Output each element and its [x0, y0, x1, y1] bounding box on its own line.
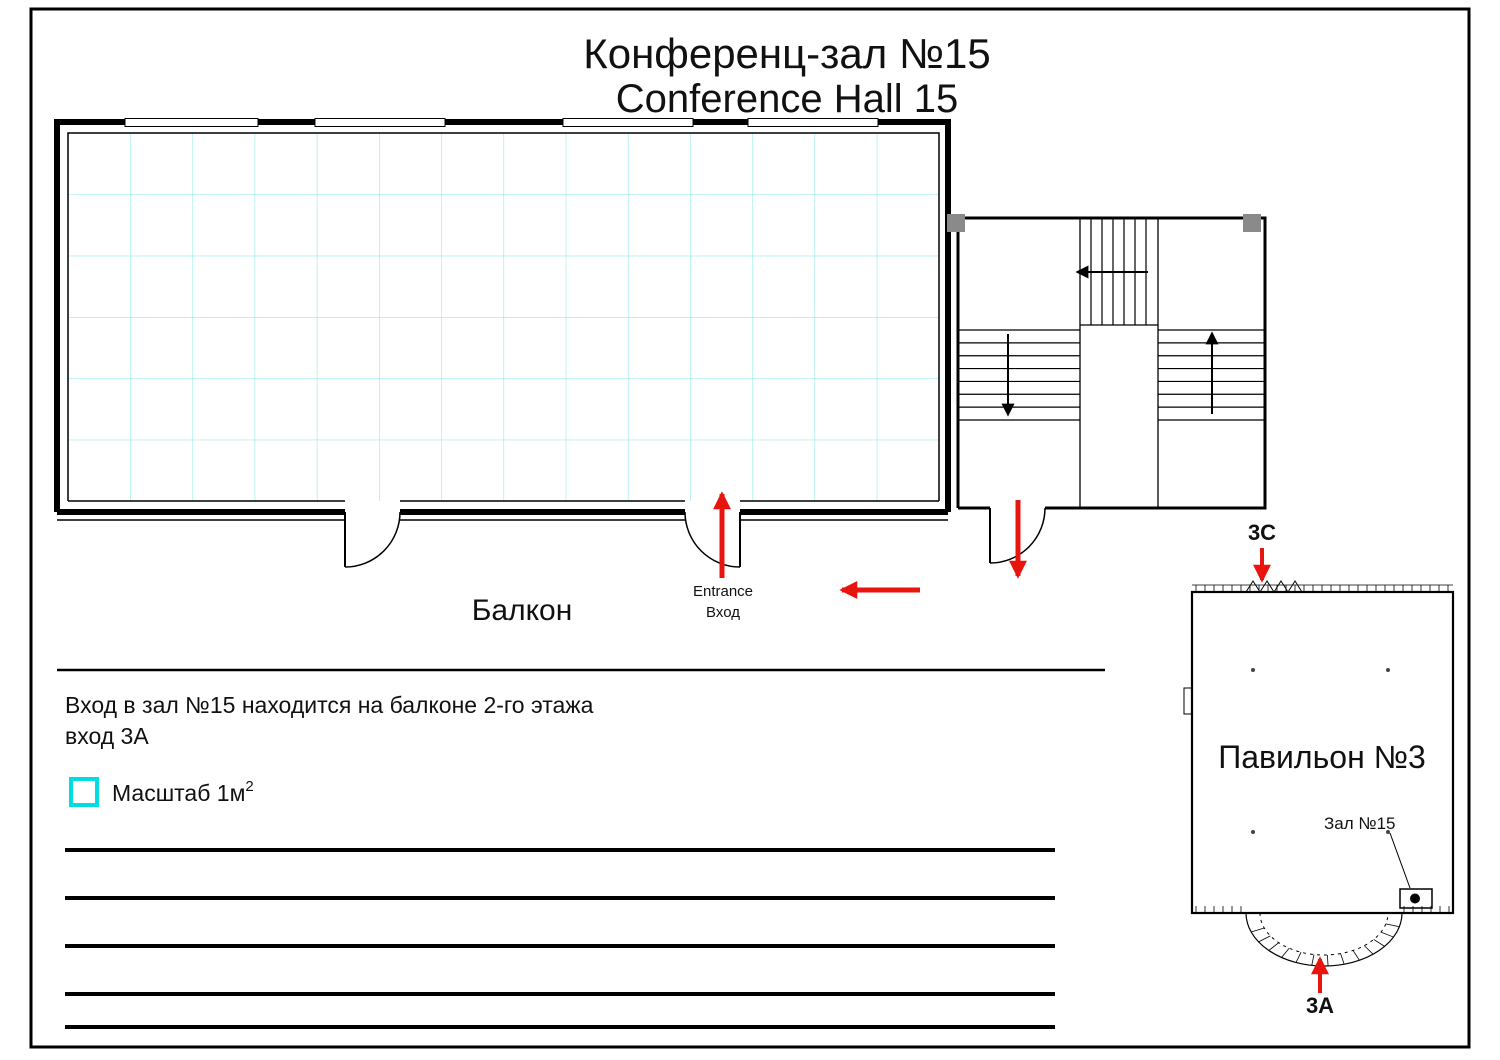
- room-outer-wall: [54, 119, 951, 512]
- apse-inner-arc: [1259, 912, 1389, 956]
- hall15-leader-line: [1389, 832, 1411, 889]
- apse-tick: [1268, 942, 1279, 951]
- hall15-label: Зал №15: [1324, 814, 1396, 833]
- pavilion-facade-detail: [1195, 585, 1449, 592]
- legend-scale-swatch: [69, 777, 99, 807]
- room-inner-wall: [67, 132, 940, 501]
- pavilion-map: Павильон №3 Зал №15 3C 3A: [1183, 520, 1455, 1018]
- apse-tick: [1281, 947, 1290, 958]
- window-segment: [747, 118, 879, 127]
- stair-pillar-left: [947, 214, 965, 232]
- door-swing-arc: [344, 511, 401, 568]
- window-segment: [314, 118, 446, 127]
- apse-tick: [1380, 931, 1394, 938]
- conference-room: [54, 118, 951, 568]
- hall15-marker: [1399, 888, 1433, 909]
- hall15-marker-dot: [1410, 893, 1420, 904]
- apse-outer-arc: [1245, 912, 1403, 967]
- apse-tick: [1340, 953, 1345, 965]
- column-dot: [1386, 668, 1390, 672]
- apse-tick: [1326, 954, 1329, 966]
- hall15-marker-box: [1399, 888, 1433, 909]
- apse-tick: [1363, 945, 1374, 955]
- door-swing-arc: [684, 511, 741, 568]
- legend-scale-label: Масштаб 1м2: [112, 778, 254, 806]
- page-title-en: Conference Hall 15: [616, 77, 958, 121]
- page-title-ru: Конференц-зал №15: [583, 30, 990, 77]
- window-segment: [124, 118, 259, 127]
- note-line-2: вход 3А: [65, 723, 149, 749]
- stair-outer-wall: [956, 216, 1267, 510]
- page-border: [29, 7, 1471, 1049]
- apse-tick: [1352, 950, 1360, 961]
- entrance-label-en: Entrance: [693, 583, 753, 600]
- apse-tick: [1385, 923, 1400, 928]
- pavilion-outline: [1190, 590, 1455, 915]
- gate-3c-label: 3C: [1248, 520, 1276, 545]
- apse-tick: [1251, 927, 1265, 933]
- note-line-1: Вход в зал №15 находится на балконе 2-го…: [65, 692, 594, 718]
- staircase: [947, 214, 1267, 564]
- apse-tick: [1311, 954, 1315, 966]
- room-door-entrance: [684, 511, 741, 568]
- column-dot: [1386, 830, 1390, 834]
- stair-door: [989, 507, 1046, 564]
- room-floor-grid: [68, 133, 939, 501]
- column-dot: [1251, 668, 1255, 672]
- entrance-label-ru: Вход: [706, 604, 740, 621]
- pavilion-canopy-3c: [1245, 580, 1303, 593]
- door-swing-arc: [989, 507, 1046, 564]
- gate-3a-label: 3A: [1306, 993, 1334, 1018]
- stair-pillar-right: [1243, 214, 1261, 232]
- pavilion-left-notch: [1183, 687, 1193, 715]
- pavilion-bottom-detail: [1195, 906, 1450, 913]
- stair-left-flight: [958, 329, 1080, 421]
- balcony-label: Балкон: [472, 594, 573, 627]
- apse-detail: [1251, 923, 1400, 966]
- apse-tick: [1373, 939, 1385, 947]
- column-dot: [1251, 830, 1255, 834]
- pavilion-label: Павильон №3: [1218, 739, 1426, 775]
- room-door-left: [344, 511, 401, 568]
- apse-tick: [1295, 952, 1302, 963]
- apse-tick: [1258, 935, 1271, 943]
- window-segment: [562, 118, 694, 127]
